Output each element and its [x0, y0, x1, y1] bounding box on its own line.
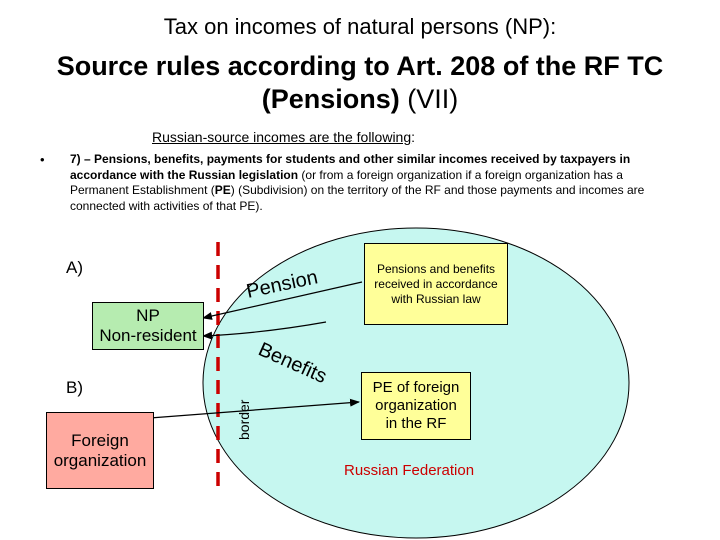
russian-federation-label: Russian Federation [344, 462, 475, 479]
bullet-text-pe: PE [214, 183, 231, 197]
pe-box-line: organization [375, 397, 457, 414]
title-pensions: (Pensions) [261, 84, 400, 114]
title-line-1: Tax on incomes of natural persons (NP): [163, 14, 557, 39]
title-line-3: (Pensions) (VII) [0, 83, 720, 116]
pensions-box: Pensions and benefits received in accord… [364, 243, 508, 325]
np-nonresident-box: NP Non-resident [92, 302, 204, 350]
np-box-line: Non-resident [99, 326, 197, 345]
title-main: Source rules according to Art. 208 of th… [0, 50, 720, 116]
case-b-label: B) [66, 378, 83, 397]
foreign-organization-box: Foreign organization [46, 412, 154, 489]
intro-heading: Russian-source incomes are the following… [152, 129, 415, 145]
intro-heading-text: Russian-source incomes are the following [152, 129, 412, 145]
np-box-line: NP [136, 306, 160, 325]
bullet-marker: • [40, 152, 45, 167]
pe-box-line: PE of foreign [372, 379, 460, 396]
bullet-text-bold: 7) – Pensions, benefits, payments for st… [70, 152, 631, 182]
bullet-text: 7) – Pensions, benefits, payments for st… [70, 152, 680, 214]
foreign-to-pe-arrow [149, 398, 360, 419]
intro-heading-colon: : [411, 129, 416, 145]
case-a-label: A) [66, 258, 83, 277]
bullet-text-part2: (or from a foreign organization if a for… [70, 167, 623, 198]
pe-box-line: in the RF [385, 415, 447, 432]
bullet-text-part4: ) (Subdivision) on the territory of the … [70, 183, 645, 213]
title-line-2: Source rules according to Art. 208 of th… [56, 51, 664, 81]
pensions-box-line: with Russian law [391, 291, 481, 306]
foreign-box-line: organization [53, 450, 147, 470]
foreign-box-line: Foreign [71, 430, 129, 450]
pensions-box-line: received in accordance [374, 276, 498, 291]
border-label: border [236, 399, 252, 440]
pension-arrow [202, 281, 363, 320]
benefits-arrow [202, 321, 327, 340]
title-roman-numeral: (VII) [407, 84, 459, 114]
pensions-box-line: Pensions and benefits [376, 261, 496, 276]
pe-box: PE of foreign organization in the RF [361, 372, 471, 440]
